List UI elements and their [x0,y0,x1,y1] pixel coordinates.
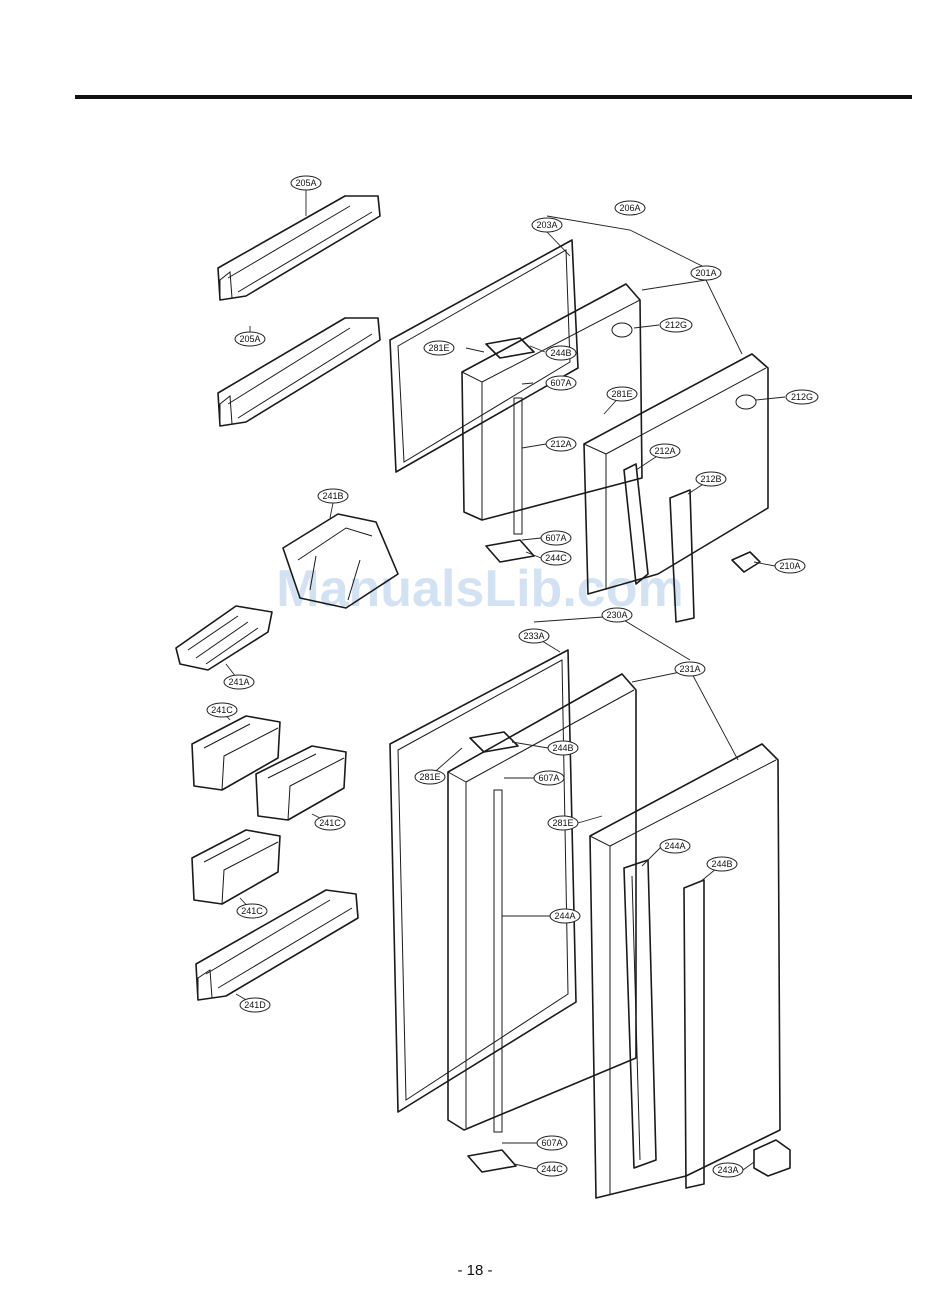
hinge-pin-244a-lower [494,790,502,1132]
svg-text:230A: 230A [606,610,627,620]
svg-text:241C: 241C [211,705,233,715]
svg-text:212A: 212A [654,446,675,456]
part-label-281e-lower-right: 281E [548,816,578,830]
part-label-244a-handle: 244A [660,839,690,853]
part-label-244b-lower: 244B [548,741,578,755]
bin-241c-1 [192,716,280,790]
part-label-205a-bottom: 205A [235,332,265,346]
part-label-231a: 231A [675,662,705,676]
part-label-241c-2: 241C [315,816,345,830]
part-label-241c-1: 241C [207,703,237,717]
svg-text:244A: 244A [554,911,575,921]
svg-text:607A: 607A [538,773,559,783]
svg-text:212B: 212B [700,474,721,484]
part-label-607a-upper-top: 607A [546,376,576,390]
part-label-241d: 241D [240,998,270,1012]
part-label-212b: 212B [696,472,726,486]
handle-244a [624,860,656,1168]
svg-text:205A: 205A [239,334,260,344]
part-label-241b: 241B [318,489,348,503]
tray-241a [176,606,272,670]
svg-text:244C: 244C [541,1164,563,1174]
hinge-pin-212a-upper [514,398,522,534]
hinge-244c-lower [468,1150,516,1172]
part-label-201a: 201A [691,266,721,280]
svg-text:212G: 212G [791,392,813,402]
part-label-205a-top: 205A [291,176,321,190]
svg-text:244A: 244A [664,841,685,851]
svg-text:241B: 241B [322,491,343,501]
svg-text:241D: 241D [244,1000,266,1010]
svg-text:281E: 281E [428,343,449,353]
part-label-241c-3: 241C [237,904,267,918]
part-label-203a: 203A [532,218,562,232]
part-label-244b-cover: 244B [707,857,737,871]
svg-text:244B: 244B [711,859,732,869]
svg-text:205A: 205A [295,178,316,188]
part-label-210a: 210A [775,559,805,573]
part-label-241a: 241A [224,675,254,689]
svg-text:233A: 233A [523,631,544,641]
handle-cover-244b [684,880,704,1188]
part-label-244c-lower: 244C [537,1162,567,1176]
part-label-230a: 230A [602,608,632,622]
part-label-212a-pin: 212A [546,437,576,451]
shelf-205a-top [218,196,380,300]
part-label-243a: 243A [713,1163,743,1177]
part-label-233a: 233A [519,629,549,643]
svg-text:607A: 607A [541,1138,562,1148]
svg-text:244B: 244B [552,743,573,753]
part-label-281e-lower-left: 281E [415,770,445,784]
part-label-607a-upper-bottom: 607A [541,531,571,545]
svg-text:281E: 281E [611,389,632,399]
svg-text:206A: 206A [619,203,640,213]
part-label-244c-upper: 244C [541,551,571,565]
hinge-244c-upper [486,540,534,562]
part-label-281e-upper-left: 281E [424,341,454,355]
part-label-607a-lower-bottom: 607A [537,1136,567,1150]
part-label-607a-lower-top: 607A [534,771,564,785]
svg-text:244C: 244C [545,553,567,563]
part-label-244b-upper: 244B [546,346,576,360]
door-panel-fridge-front [448,674,636,1130]
svg-text:241C: 241C [319,818,341,828]
callout-labels: 205A 205A 206A 203A 201A 212G 212G 281E [207,176,818,1177]
part-label-244a-pin: 244A [550,909,580,923]
svg-text:244B: 244B [550,348,571,358]
svg-text:212A: 212A [550,439,571,449]
leader-lines [222,190,785,1170]
svg-text:241C: 241C [241,906,263,916]
svg-text:201A: 201A [695,268,716,278]
svg-text:607A: 607A [545,533,566,543]
bracket-243a [754,1140,790,1176]
part-label-212a-handle: 212A [650,444,680,458]
svg-text:243A: 243A [717,1165,738,1175]
hinge-244b-lower [470,732,518,752]
svg-text:212G: 212G [665,320,687,330]
shelf-241d [196,890,358,1000]
svg-text:281E: 281E [419,772,440,782]
svg-text:607A: 607A [550,378,571,388]
svg-text:231A: 231A [679,664,700,674]
part-label-212g-back: 212G [786,390,818,404]
gasket-233a [390,650,576,1112]
part-label-281e-upper-right: 281E [607,387,637,401]
part-label-212g-front: 212G [660,318,692,332]
svg-text:281E: 281E [552,818,573,828]
svg-text:203A: 203A [536,220,557,230]
page-number: - 18 - [0,1262,950,1279]
svg-text:210A: 210A [779,561,800,571]
bin-241c-2 [256,746,346,820]
svg-text:241A: 241A [228,677,249,687]
bin-241c-3 [192,830,280,904]
part-label-206a: 206A [615,201,645,215]
